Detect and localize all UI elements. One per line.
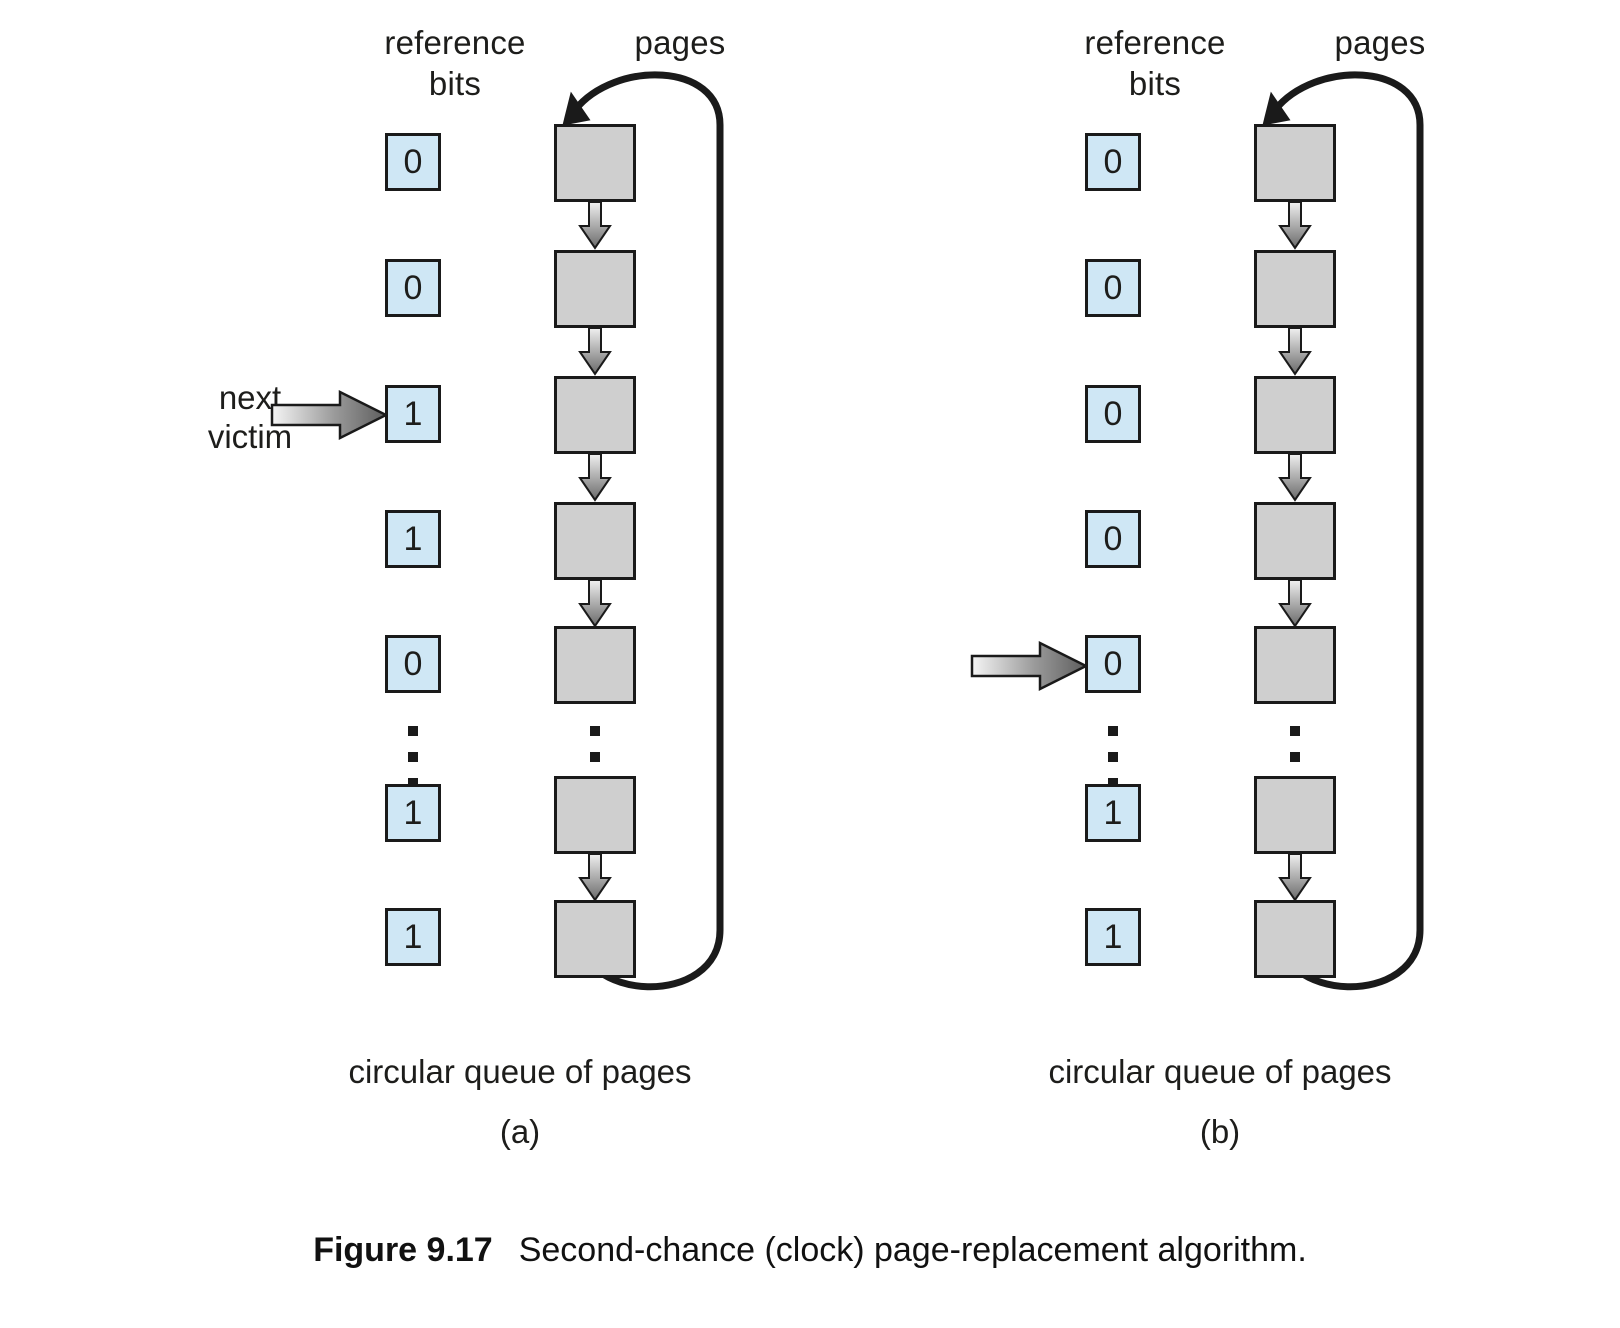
next-victim-pointer-arrow-icon — [270, 388, 390, 442]
page-box — [1254, 124, 1336, 202]
column-header-reference-bits: reference bits — [345, 22, 565, 104]
queue-link-arrow-icon — [1278, 327, 1312, 376]
figure-caption-number: Figure 9.17 — [313, 1231, 493, 1269]
panel-tag-a: (a) — [499, 1113, 541, 1150]
reference-bit-box: 0 — [1085, 259, 1141, 317]
next-victim-pointer-arrow-icon — [970, 639, 1090, 693]
header-line-reference: reference — [1084, 24, 1226, 61]
figure-caption: Figure 9.17 Second-chance (clock) page-re… — [0, 1228, 1620, 1272]
queue-link-arrow-icon — [578, 453, 612, 502]
reference-bit-box: 0 — [1085, 510, 1141, 568]
header-line-bits: bits — [1128, 65, 1182, 102]
queue-link-arrow-icon — [578, 853, 612, 902]
panel-b: reference bits pages 0 0 0 0 0 1 — [840, 0, 1600, 1180]
reference-bit-box: 0 — [1085, 133, 1141, 191]
page-box — [1254, 626, 1336, 704]
reference-bit-box: 1 — [1085, 784, 1141, 842]
panel-a: reference bits pages next victim — [140, 0, 900, 1180]
reference-bit-box: 0 — [385, 635, 441, 693]
circular-queue-caption: circular queue of pages — [348, 1053, 692, 1090]
page-box — [1254, 900, 1336, 978]
reference-bit-box: 0 — [385, 133, 441, 191]
queue-link-arrow-icon — [578, 327, 612, 376]
queue-link-arrow-icon — [1278, 853, 1312, 902]
page-box — [554, 250, 636, 328]
page-box — [554, 776, 636, 854]
column-header-pages: pages — [634, 24, 726, 61]
page-box — [1254, 250, 1336, 328]
queue-link-arrow-icon — [578, 579, 612, 628]
vertical-ellipsis-icon-reference-bits — [1104, 726, 1122, 788]
page-box — [1254, 776, 1336, 854]
page-box — [1254, 376, 1336, 454]
queue-link-arrow-icon — [1278, 453, 1312, 502]
page-box — [554, 124, 636, 202]
page-box — [1254, 502, 1336, 580]
column-header-pages: pages — [1334, 24, 1426, 61]
page-box — [554, 626, 636, 704]
reference-bit-box: 1 — [1085, 908, 1141, 966]
circular-queue-caption: circular queue of pages — [1048, 1053, 1392, 1090]
reference-bit-box: 1 — [385, 510, 441, 568]
queue-link-arrow-icon — [1278, 579, 1312, 628]
reference-bit-box-next-victim: 0 — [1085, 635, 1141, 693]
queue-link-arrow-icon — [578, 201, 612, 250]
header-line-reference: reference — [384, 24, 526, 61]
vertical-ellipsis-icon-reference-bits — [404, 726, 422, 788]
page-box — [554, 900, 636, 978]
reference-bit-box-next-victim: 1 — [385, 385, 441, 443]
page-box — [554, 376, 636, 454]
reference-bit-box: 0 — [385, 259, 441, 317]
reference-bit-box: 1 — [385, 784, 441, 842]
reference-bit-box: 0 — [1085, 385, 1141, 443]
figure-caption-text: Second-chance (clock) page-replacement a… — [518, 1231, 1307, 1269]
panel-tag-b: (b) — [1199, 1113, 1241, 1150]
next-victim-label: next victim — [170, 378, 330, 456]
column-header-reference-bits: reference bits — [1045, 22, 1265, 104]
queue-link-arrow-icon — [1278, 201, 1312, 250]
reference-bit-box: 1 — [385, 908, 441, 966]
page-box — [554, 502, 636, 580]
header-line-bits: bits — [428, 65, 482, 102]
